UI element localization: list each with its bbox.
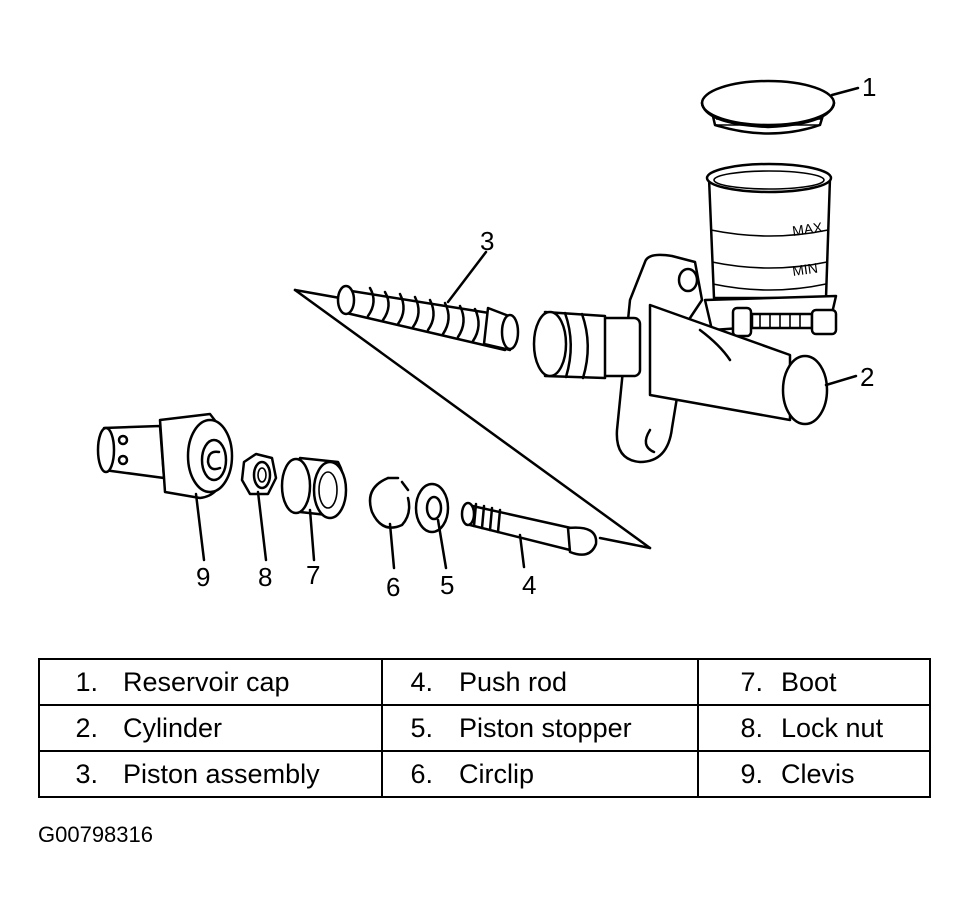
exploded-view-diagram: MAX MIN bbox=[96, 72, 876, 602]
callout-6: 6 bbox=[386, 572, 400, 602]
legend-cell-8: 8. Lock nut bbox=[697, 704, 931, 752]
clevis-part bbox=[96, 412, 234, 500]
legend-label: Reservoir cap bbox=[123, 666, 290, 697]
legend-number: 1. bbox=[75, 666, 98, 697]
piston-stopper-part bbox=[414, 482, 450, 534]
callout-9: 9 bbox=[196, 562, 210, 592]
legend-cell-5: 5. Piston stopper bbox=[381, 704, 699, 752]
cylinder-part: MAX MIN bbox=[532, 162, 838, 464]
push-rod-part bbox=[460, 501, 598, 556]
legend-row: 3. Piston assembly 6. Circlip 9. Clevis bbox=[38, 750, 931, 798]
legend-row: 2. Cylinder 5. Piston stopper 8. Lock nut bbox=[38, 704, 931, 752]
parts-legend-table: 1. Reservoir cap 4. Push rod 7. Boot 2. Cyli… bbox=[38, 658, 931, 798]
legend-row: 1. Reservoir cap 4. Push rod 7. Boot bbox=[38, 658, 931, 706]
reservoir-max-marking: MAX bbox=[791, 219, 824, 239]
legend-number: 3. bbox=[75, 758, 98, 789]
legend-number: 2. bbox=[75, 712, 98, 743]
legend-number: 8. bbox=[740, 712, 763, 743]
legend-cell-4: 4. Push rod bbox=[381, 658, 699, 706]
reservoir-cap-part bbox=[700, 79, 836, 135]
legend-label: Piston stopper bbox=[459, 712, 632, 743]
legend-number: 9. bbox=[740, 758, 763, 789]
legend-cell-2: 2. Cylinder bbox=[38, 704, 383, 752]
legend-number: 7. bbox=[740, 666, 763, 697]
legend-label: Piston assembly bbox=[123, 758, 320, 789]
legend-label: Circlip bbox=[459, 758, 535, 789]
lock-nut-part bbox=[240, 452, 278, 496]
piston-assembly-part bbox=[336, 284, 520, 352]
callout-8: 8 bbox=[258, 562, 272, 592]
callout-7: 7 bbox=[306, 560, 320, 590]
legend-cell-9: 9. Clevis bbox=[697, 750, 931, 798]
legend-label: Cylinder bbox=[123, 712, 223, 743]
reservoir-min-marking: MIN bbox=[791, 260, 819, 279]
callout-2: 2 bbox=[860, 362, 874, 392]
callout-1: 1 bbox=[862, 72, 876, 102]
legend-cell-1: 1. Reservoir cap bbox=[38, 658, 383, 706]
legend-label: Boot bbox=[781, 666, 837, 697]
callout-4: 4 bbox=[522, 570, 536, 600]
figure-id-label: G00798316 bbox=[38, 822, 153, 847]
legend-number: 4. bbox=[410, 666, 433, 697]
callout-5: 5 bbox=[440, 570, 454, 600]
circlip-part bbox=[368, 476, 411, 529]
legend-number: 6. bbox=[410, 758, 433, 789]
legend-cell-3: 3. Piston assembly bbox=[38, 750, 383, 798]
legend-label: Clevis bbox=[781, 758, 855, 789]
legend-cell-6: 6. Circlip bbox=[381, 750, 699, 798]
explosion-guide-lines bbox=[293, 288, 652, 550]
legend-number: 5. bbox=[410, 712, 433, 743]
legend-label: Push rod bbox=[459, 666, 568, 697]
leader-lines bbox=[194, 86, 860, 570]
boot-part bbox=[280, 456, 348, 520]
legend-cell-7: 7. Boot bbox=[697, 658, 931, 706]
legend-label: Lock nut bbox=[781, 712, 884, 743]
callout-3: 3 bbox=[480, 226, 494, 256]
